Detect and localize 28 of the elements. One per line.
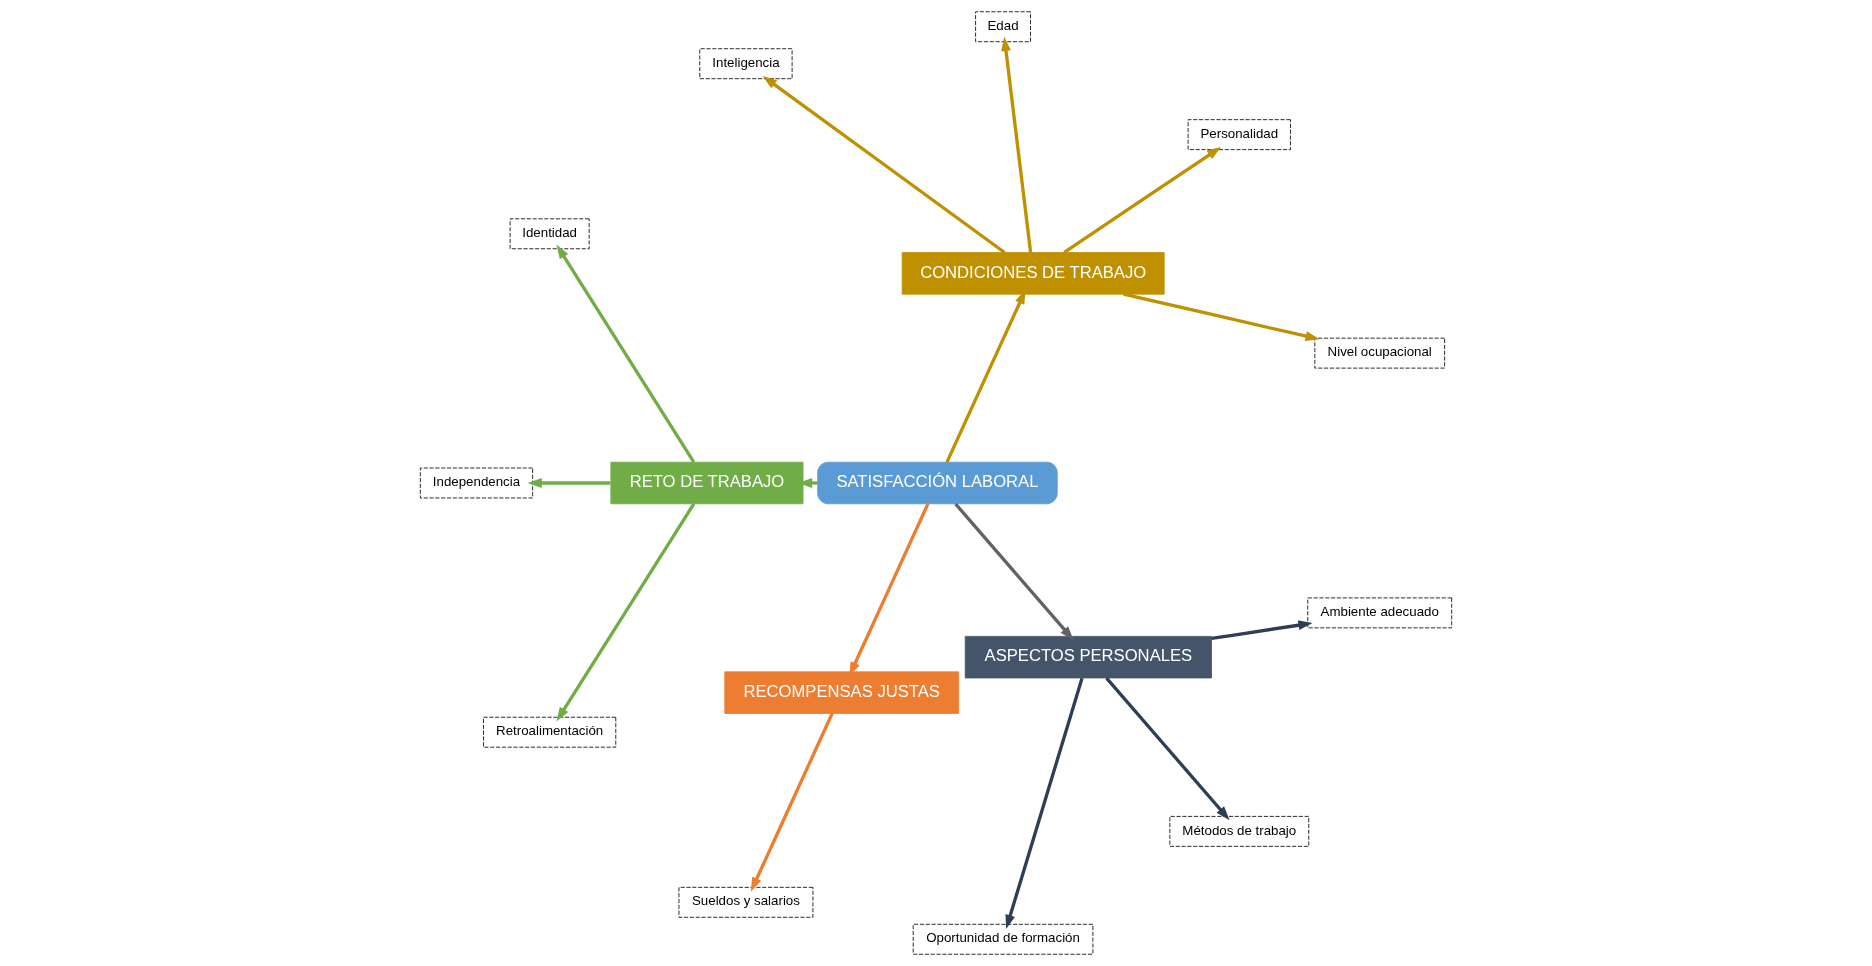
node-box: Identidad	[509, 218, 590, 250]
node-box: RECOMPENSAS JUSTAS	[724, 671, 959, 714]
arrow	[762, 75, 1006, 254]
arrow	[750, 712, 834, 892]
arrow	[527, 478, 611, 488]
node-box: Inteligencia	[699, 48, 793, 80]
arrow	[1001, 36, 1033, 253]
arrow	[1211, 620, 1313, 641]
node-box: Edad	[975, 11, 1031, 43]
arrow	[1005, 677, 1084, 930]
node-box: Métodos de trabajo	[1169, 816, 1310, 847]
node-box: CONDICIONES DE TRABAJO	[901, 252, 1165, 295]
arrow	[1063, 146, 1222, 254]
arrow	[1105, 677, 1230, 821]
node-box: SATISFACCIÓN LABORAL	[817, 461, 1058, 505]
node-box: Retroalimentación	[483, 716, 617, 748]
arrow	[954, 502, 1074, 641]
arrow	[1123, 292, 1320, 341]
node-box: Nivel ocupacional	[1314, 337, 1445, 369]
node-box: RETO DE TRABAJO	[610, 461, 804, 505]
arrow	[556, 244, 696, 464]
node-box: Independencia	[419, 467, 534, 499]
node-box: Personalidad	[1187, 119, 1291, 151]
node-box: Ambiente adecuado	[1307, 597, 1453, 629]
node-box: Sueldos y salarios	[678, 886, 814, 918]
node-box: Oportunidad de formación	[912, 923, 1094, 955]
node-box: ASPECTOS PERSONALES	[964, 635, 1212, 679]
arrow	[556, 502, 696, 722]
